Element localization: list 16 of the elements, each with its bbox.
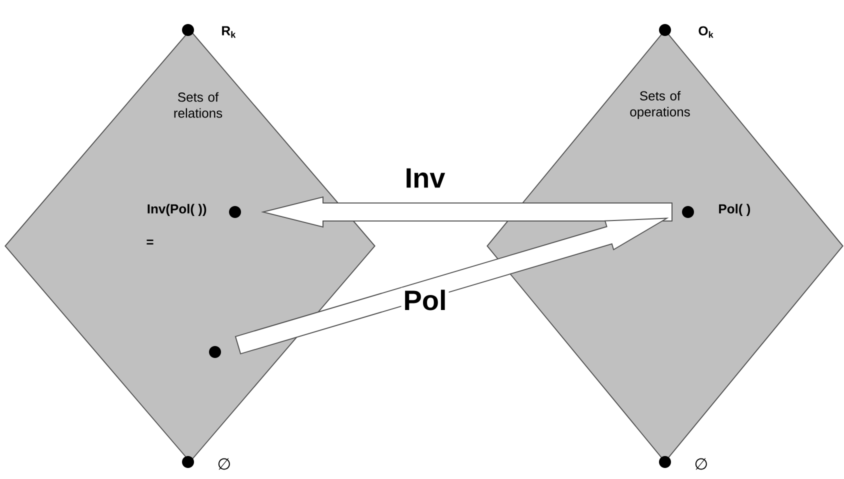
dot xyxy=(182,456,194,468)
formula-label: = xyxy=(146,240,154,245)
dot xyxy=(659,24,671,36)
formula-label: Inv(Pol( )) xyxy=(148,204,206,216)
dot xyxy=(182,24,194,36)
edge-label: Inv xyxy=(406,168,446,188)
dot xyxy=(659,456,671,468)
formula-label: Pol( ) xyxy=(719,204,750,216)
dot xyxy=(229,206,241,218)
formula-label: R$_{k}$ xyxy=(222,26,236,38)
edge-label: Pol xyxy=(405,290,445,310)
dot xyxy=(209,346,221,358)
block-arrow xyxy=(234,218,669,354)
block-arrow xyxy=(260,196,672,228)
dot xyxy=(682,206,694,218)
formula-label: O$_{k}$ xyxy=(698,26,714,38)
